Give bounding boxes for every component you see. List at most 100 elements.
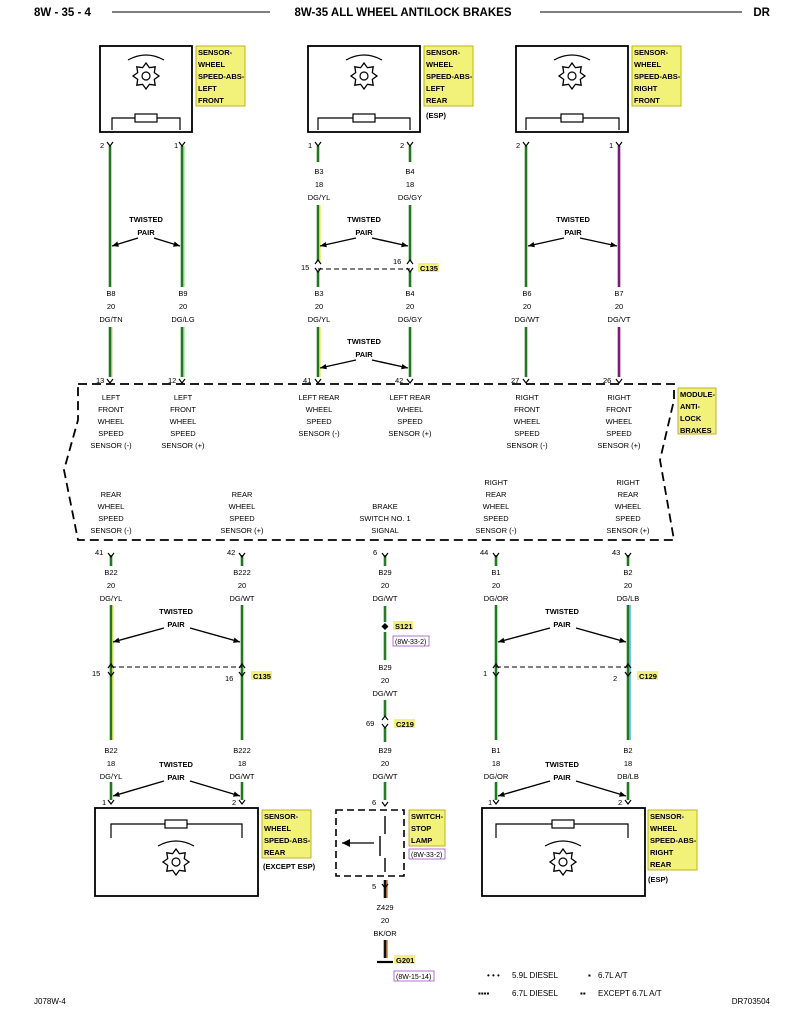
connector-chevron	[238, 663, 246, 669]
wire-color: DG/WT	[230, 772, 255, 781]
wire-label-b222-bottom: B222 18 DG/WT	[230, 746, 255, 781]
module-label-line: REAR	[486, 490, 507, 499]
module-label-rf-pos: RIGHT FRONT WHEEL SPEED SENSOR (+)	[597, 393, 641, 450]
wire-gauge: 20	[107, 302, 115, 311]
module-label-line: SPEED	[615, 514, 641, 523]
pin-number: 2	[400, 141, 404, 150]
module-pin-terminal	[238, 552, 246, 558]
tag-line: SENSOR-	[650, 812, 685, 821]
module-label-line: SENSOR (+)	[606, 526, 650, 535]
legend-item: ▪▪ EXCEPT 6.7L A/T	[580, 989, 662, 998]
sensor-pin-terminal	[522, 141, 530, 147]
tag-sensor-left-rear: SENSOR- WHEEL SPEED-ABS- LEFT REAR (ESP)	[423, 45, 474, 120]
module-label-line: SPEED	[98, 429, 124, 438]
tag-background	[631, 45, 682, 107]
module-label-lr-neg: LEFT REAR WHEEL SPEED SENSOR (-)	[298, 393, 340, 438]
module-pin-terminal	[314, 378, 322, 384]
wire-b8	[108, 146, 113, 377]
module-pin-terminal	[624, 552, 632, 558]
wire-color: DB/LB	[617, 772, 639, 781]
wire-label-b29: B29 20 DG/WT	[373, 568, 398, 603]
connector-tag-bg	[418, 263, 439, 272]
wire-label-b222: B222 20 DG/WT	[230, 568, 255, 603]
tag-line: LEFT	[426, 84, 445, 93]
connector-pin: 16	[393, 257, 401, 266]
tag-line: SWITCH-	[411, 812, 444, 821]
module-pin-terminal	[106, 378, 114, 384]
connector-chevron	[238, 671, 246, 677]
tag-sensor-right-front: SENSOR- WHEEL SPEED-ABS- RIGHT FRONT	[631, 45, 682, 107]
tag-line: RIGHT	[634, 84, 658, 93]
module-label-line: LEFT REAR	[389, 393, 431, 402]
wire-gauge: 18	[315, 180, 323, 189]
pointer-line	[497, 627, 551, 643]
legend-item: • • • 5.9L DIESEL	[487, 971, 559, 980]
ref-box	[408, 848, 446, 860]
connector-tag-bg	[394, 719, 415, 728]
module-label-line: SIGNAL	[371, 526, 399, 535]
module-label-line: LEFT REAR	[298, 393, 340, 402]
arrow-icon	[610, 241, 617, 248]
module-label-line: WHEEL	[306, 405, 333, 414]
module-label-line: RIGHT	[484, 478, 508, 487]
wire-label-b22-bottom: B22 18 DG/YL	[100, 746, 123, 781]
module-label-line: SENSOR (-)	[90, 526, 132, 535]
wire-gauge: 20	[381, 581, 389, 590]
wire-color: BK/OR	[373, 929, 397, 938]
wire-label-b29-mid: B29 20 DG/WT	[373, 663, 398, 698]
resistor-icon	[134, 113, 158, 123]
twisted-pair-rr-lower: TWISTED PAIR	[545, 760, 579, 782]
wire-color: DG/LG	[171, 315, 195, 324]
twisted-label: TWISTED	[159, 607, 193, 616]
arrow-icon	[320, 241, 327, 248]
sensor-pin-terminal	[178, 141, 186, 147]
tag-line: LEFT	[198, 84, 217, 93]
pin-number: 1	[102, 798, 106, 807]
module-label-lr-pos: LEFT REAR WHEEL SPEED SENSOR (+)	[388, 393, 432, 438]
wire-gauge: 18	[624, 759, 632, 768]
arrow-icon	[112, 241, 119, 247]
wire-color: DG/LB	[617, 594, 640, 603]
module-label-brake-switch: BRAKE SWITCH NO. 1 SIGNAL	[359, 502, 410, 535]
legend-item: ▪▪▪▪ 6.7L DIESEL	[478, 989, 559, 998]
splice-s121: S121 (8W-33-2)	[381, 621, 430, 647]
connector-c135-low: 15 16 C135	[92, 666, 272, 683]
wire-gauge: 20	[523, 302, 531, 311]
module-pin-terminal	[107, 552, 115, 558]
twisted-label: TWISTED	[347, 215, 381, 224]
connector-chevron	[107, 671, 115, 677]
magnetic-arc	[127, 54, 165, 61]
arrow-icon	[619, 791, 626, 797]
wire-circuit: Z429	[376, 903, 393, 912]
wire-circuit: B3	[314, 289, 323, 298]
ground-g201: G201 (8W-15-14)	[377, 955, 435, 982]
module-label-line: REAR	[618, 490, 639, 499]
module-pin-terminal	[406, 378, 414, 384]
module-label-line: SPEED	[606, 429, 632, 438]
wire-circuit: B4	[405, 289, 414, 298]
module-label-line: BRAKE	[372, 502, 397, 511]
wire-label-b22: B22 20 DG/YL	[100, 568, 123, 603]
module-label-line: WHEEL	[98, 417, 125, 426]
tag-line: REAR	[426, 96, 448, 105]
page-title: 8W-35 ALL WHEEL ANTILOCK BRAKES	[294, 7, 511, 19]
wire-color: DG/WT	[373, 689, 398, 698]
module-label-line: SPEED	[229, 514, 255, 523]
tag-line: ANTI-	[680, 402, 700, 411]
wire-circuit: B1	[491, 568, 500, 577]
connector-chevron	[381, 715, 389, 721]
wire-circuit: B3	[314, 167, 323, 176]
pointer-line	[189, 627, 241, 643]
module-label-line: SWITCH NO. 1	[359, 514, 410, 523]
sensor-note: (ESP)	[648, 875, 669, 884]
wire-circuit: B8	[106, 289, 115, 298]
wire-circuit: B7	[614, 289, 623, 298]
wire-b9	[180, 146, 185, 377]
module-label-line: FRONT	[98, 405, 124, 414]
twisted-label: PAIR	[564, 228, 582, 237]
wire-circuit: B6	[522, 289, 531, 298]
wire-gauge: 20	[315, 302, 323, 311]
tag-background	[647, 809, 698, 871]
tag-line: REAR	[264, 848, 286, 857]
